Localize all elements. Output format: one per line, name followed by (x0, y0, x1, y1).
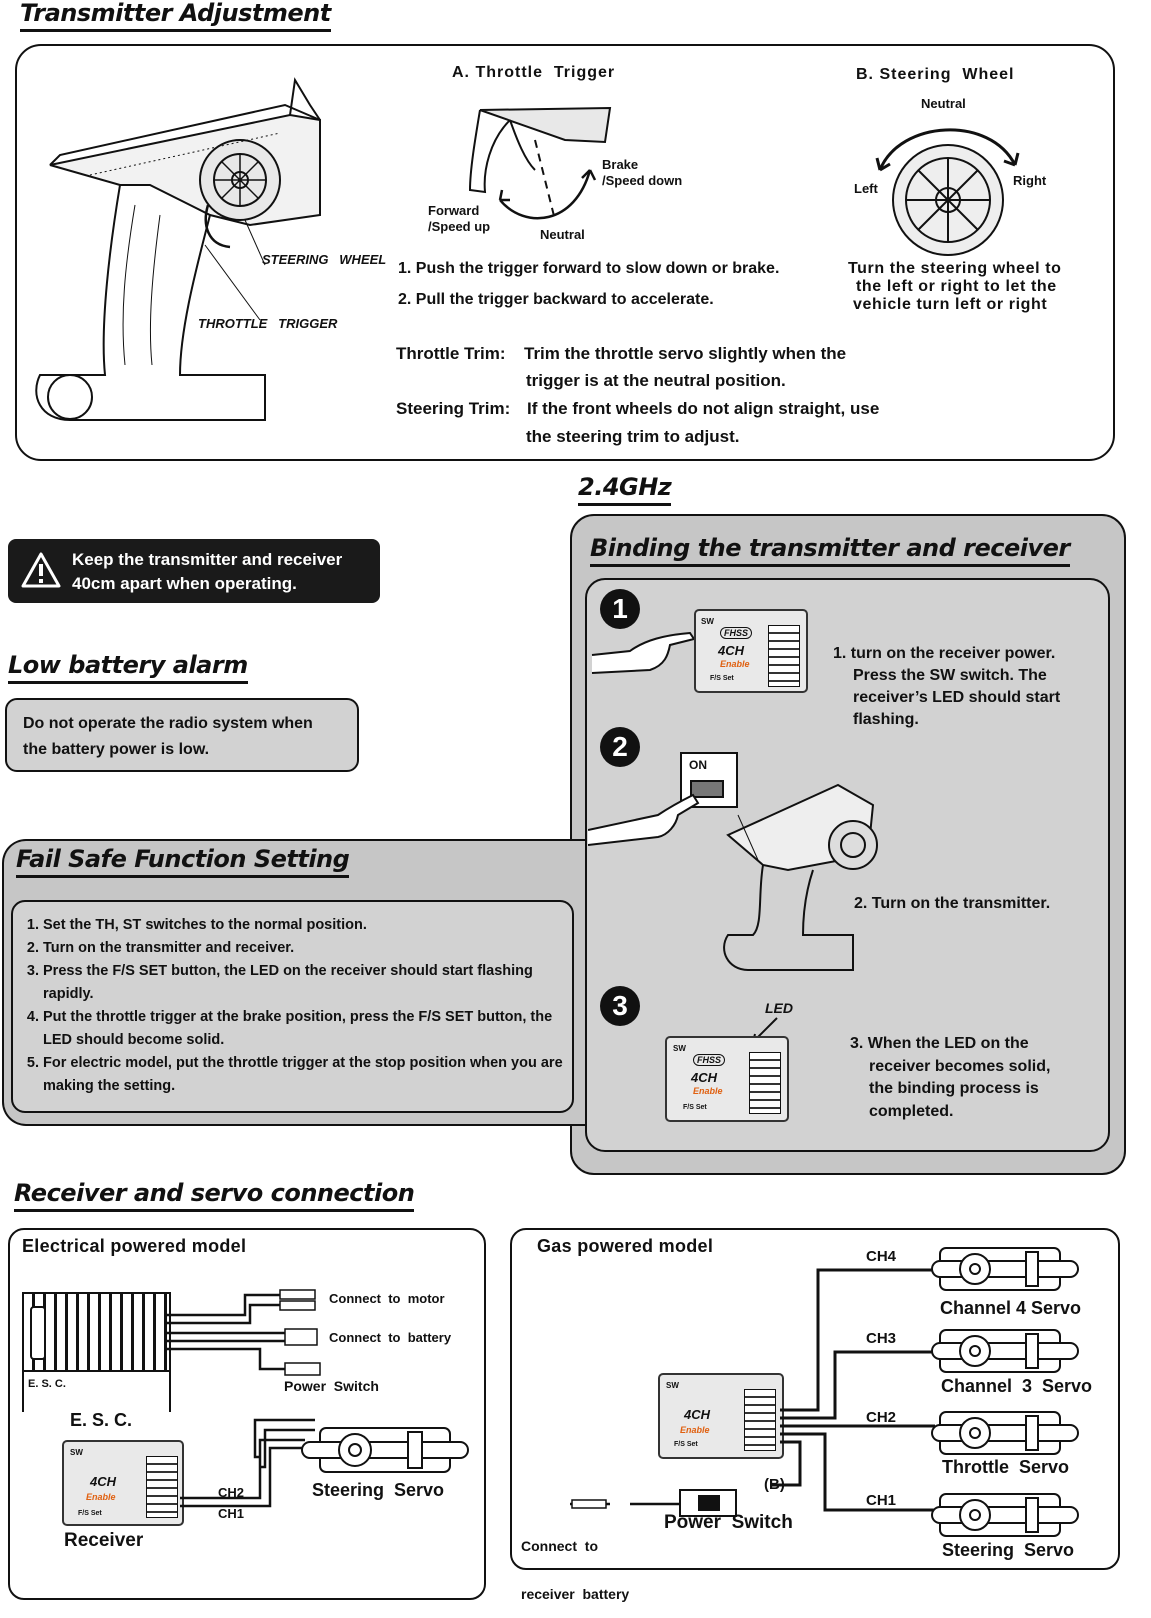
failsafe-step: Press the F/S SET button, the LED on the… (43, 960, 573, 1006)
receiver-step3: SW FHSS 4CH Enable F/S Set (665, 1036, 789, 1122)
failsafe-steps-box: Set the TH, ST switches to the normal po… (11, 900, 574, 1113)
binding-step3-text: 3. When the LED on the receiver becomes … (850, 1035, 1051, 1120)
low-battery-line1: Do not operate the radio system when (23, 715, 313, 732)
b-label: (B) (764, 1476, 785, 1493)
steering-servo-electrical-label: Steering Servo (312, 1480, 445, 1500)
warning-line1: Keep the transmitter and receiver (72, 550, 343, 569)
throttle-trim-label: Throttle Trim: (396, 344, 506, 363)
receiver-gas: SW 4CH Enable F/S Set (658, 1373, 784, 1459)
gas-power-switch-label: Power Switch (664, 1512, 793, 1533)
warning-banner: Keep the transmitter and receiver 40cm a… (8, 539, 380, 603)
channel-3-servo-label: Channel 3 Servo (941, 1376, 1093, 1396)
gas-power-switch (570, 1489, 737, 1517)
transmitter-adjustment-title: Transmitter Adjustment (20, 0, 331, 33)
low-battery-line2: the battery power is low. (23, 741, 210, 758)
brake-label: Brake/Speed down (602, 157, 683, 188)
electrical-model-heading: Electrical powered model (22, 1236, 247, 1256)
warning-icon (21, 552, 61, 588)
gas-ch2-label: CH2 (866, 1409, 897, 1426)
esc-label: E. S. C. (70, 1410, 133, 1430)
servo-connection-title: Receiver and servo connection (14, 1180, 415, 1213)
failsafe-step: For electric model, put the throttle tri… (43, 1052, 573, 1098)
transmitter-illustration (35, 77, 321, 421)
failsafe-step: Set the TH, ST switches to the normal po… (43, 914, 573, 937)
throttle-trigger-heading: A. Throttle Trigger (452, 64, 616, 81)
throttle-trim-line2: trigger is at the neutral position. (526, 371, 786, 390)
failsafe-step: Put the throttle trigger at the brake po… (43, 1006, 573, 1052)
steering-right-label: Right (1013, 173, 1047, 188)
steering-wheel-label: STEERING WHEEL (262, 252, 387, 267)
steering-wheel-heading: B. Steering Wheel (856, 66, 1015, 83)
throttle-trim-line1: Trim the throttle servo slightly when th… (524, 344, 847, 363)
throttle-trigger-label: THROTTLE TRIGGER (198, 316, 338, 331)
steering-left-label: Left (854, 181, 878, 196)
steering-servo-gas-label: Steering Servo (942, 1540, 1075, 1560)
receiver-label: Receiver (64, 1530, 144, 1551)
steering-wheel-diagram (875, 128, 1020, 256)
esc-wiring (167, 1289, 321, 1469)
transmitter-binding-illustration (588, 783, 878, 971)
warning-line2: 40cm apart when operating. (72, 574, 297, 593)
failsafe-step: Turn on the transmitter and receiver. (43, 937, 573, 960)
steering-servo-electrical (301, 1427, 469, 1473)
low-battery-title: Low battery alarm (8, 652, 248, 685)
channel-3-servo-icon (931, 1329, 1079, 1373)
channel-4-servo-icon (931, 1247, 1079, 1291)
steering-trim-line2: the steering trim to adjust. (526, 427, 740, 446)
channel-4-servo-label: Channel 4 Servo (940, 1298, 1082, 1318)
gas-wiring (770, 1268, 935, 1512)
gas-ch1-label: CH1 (866, 1492, 897, 1509)
forward-label: Forward/Speed up (428, 203, 491, 234)
connect-receiver-battery-label: Connect to receiver battery (521, 1538, 630, 1602)
binding-step2-text: 2. Turn on the transmitter. (854, 895, 1051, 912)
receiver-electrical: SW 4CH Enable F/S Set (62, 1440, 184, 1526)
throttle-servo-label: Throttle Servo (942, 1457, 1070, 1477)
gas-ch3-label: CH3 (866, 1330, 897, 1347)
ghz-title: 2.4GHz (578, 474, 672, 507)
steering-instruction: Turn the steering wheel to the left or r… (848, 260, 1062, 313)
receiver-step1: SW FHSS 4CH Enable F/S Set (694, 609, 808, 693)
binding-step1-text: 1. turn on the receiver power. Press the… (833, 645, 1061, 728)
steering-trim-line1: If the front wheels do not align straigh… (527, 399, 880, 418)
steering-trim-label: Steering Trim: (396, 399, 511, 418)
step-2-badge: 2 (600, 727, 640, 767)
ch1-label: CH1 (218, 1506, 245, 1521)
gas-model-heading: Gas powered model (537, 1236, 714, 1256)
connect-motor-label: Connect to motor (329, 1291, 445, 1306)
binding-title: Binding the transmitter and receiver (590, 535, 1070, 568)
failsafe-title: Fail Safe Function Setting (16, 846, 350, 879)
throttle-instruction-2: 2. Pull the trigger backward to accelera… (398, 291, 714, 308)
gas-ch4-label: CH4 (866, 1248, 897, 1265)
step-3-badge: 3 (600, 986, 640, 1026)
throttle-trigger-diagram (468, 106, 612, 221)
steering-neutral-label: Neutral (921, 96, 966, 111)
electrical-power-switch-label: Power Switch (284, 1378, 379, 1394)
steering-servo-gas-icon (931, 1493, 1079, 1537)
hand-pressing-icon (591, 631, 696, 674)
step-1-badge: 1 (600, 589, 640, 629)
esc-unit: E. S. C. (22, 1292, 171, 1412)
low-battery-box: Do not operate the radio system when the… (5, 698, 359, 772)
connect-battery-label: Connect to battery (329, 1330, 452, 1345)
electrical-model-panel (8, 1228, 486, 1600)
throttle-servo-icon (931, 1411, 1079, 1455)
throttle-instruction-1: 1. Push the trigger forward to slow down… (398, 260, 780, 277)
ch2-label: CH2 (218, 1485, 245, 1500)
failsafe-steps: Set the TH, ST switches to the normal po… (21, 914, 573, 1098)
led-label: LED (765, 1000, 793, 1016)
receiver-to-servo-wire (180, 1438, 305, 1508)
throttle-neutral-label: Neutral (540, 227, 585, 242)
